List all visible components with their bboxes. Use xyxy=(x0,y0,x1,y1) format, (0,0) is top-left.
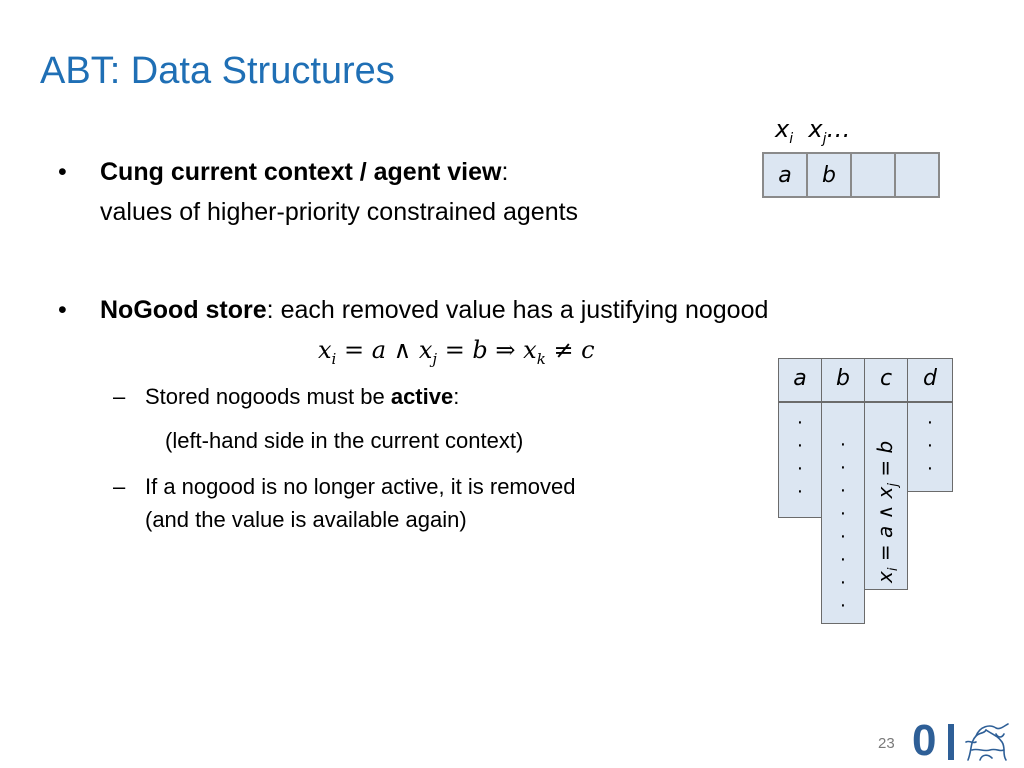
nogood-formula: xi = a ∧ xj = b ⇒ xk ≠ c xyxy=(318,336,595,368)
nogood-entry-label: xi = a ∧ xj = b xyxy=(873,440,901,583)
bullet-context-line2: values of higher-priority constrained ag… xyxy=(100,198,579,226)
bullet-context: • Cung current context / agent view: val… xyxy=(58,152,579,232)
subbullet-removed-text: If a nogood is no longer active, it is r… xyxy=(145,474,576,499)
nogood-column-b: ········ xyxy=(821,402,865,624)
nogood-header-a: a xyxy=(778,358,822,402)
logo-text: 0 xyxy=(912,716,937,765)
nogood-column-d: ··· xyxy=(907,402,953,492)
bullet-nogood: • NoGood store: each removed value has a… xyxy=(58,290,769,330)
context-cell xyxy=(850,152,896,198)
subbullet-active-tail: : xyxy=(453,384,460,409)
bullet-dot: • xyxy=(58,296,67,324)
bullet-context-bold: Cung current context / agent view xyxy=(100,158,502,186)
dash-marker: – xyxy=(113,474,126,499)
nogood-header-c: c xyxy=(864,358,908,402)
nogood-header-d: d xyxy=(907,358,953,402)
dash-marker: – xyxy=(113,384,126,409)
bullet-context-rest: : xyxy=(501,158,509,186)
subbullet-removed: – If a nogood is no longer active, it is… xyxy=(113,470,576,536)
context-view-labels: xi xj… xyxy=(775,115,851,147)
nogood-column-a: ···· xyxy=(778,402,822,518)
page-number: 23 xyxy=(878,735,895,752)
lion-icon xyxy=(965,723,1009,761)
context-view-table: a b xyxy=(762,152,940,198)
bullet-nogood-bold: NoGood store xyxy=(100,296,267,324)
bullet-dot: • xyxy=(58,158,67,186)
context-cell: b xyxy=(806,152,852,198)
subbullet-removed-line2: (and the value is available again) xyxy=(145,507,467,532)
context-cell: a xyxy=(762,152,808,198)
page-title: ABT: Data Structures xyxy=(40,50,395,92)
subbullet-active-line2: (left-hand side in the current context) xyxy=(165,428,524,453)
subbullet-active: – Stored nogoods must be active: xyxy=(113,380,460,413)
subbullet-active-text: Stored nogoods must be xyxy=(145,384,391,409)
nogood-header-b: b xyxy=(821,358,865,402)
nogood-column-c: xi = a ∧ xj = b xyxy=(864,402,908,590)
subbullet-active-bold: active xyxy=(390,384,454,409)
logo-bar xyxy=(948,724,954,760)
context-cell xyxy=(894,152,940,198)
nogood-store-diagram: a ···· b ········ c xi = a ∧ xj = b d ··… xyxy=(778,358,956,626)
bullet-nogood-rest: : each removed value has a justifying no… xyxy=(266,296,769,324)
